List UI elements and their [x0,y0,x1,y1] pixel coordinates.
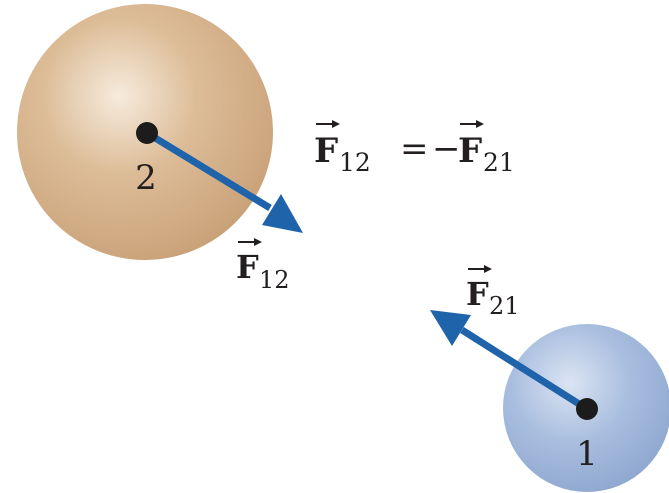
force-21-label: F 21 [466,265,520,320]
force-21-symbol: F [466,275,489,313]
vector-arrow-icon [316,120,340,128]
equation-lhs-symbol: F [314,131,338,171]
particle-1-label: 1 [576,434,598,474]
force-12-symbol: F [236,248,259,286]
force-equation: F 12 = − F 21 [314,120,515,177]
force-12-subscript: 12 [259,266,290,294]
equation-rhs-subscript: 21 [483,148,515,177]
force-12-arrow [145,130,303,233]
particle-2-dot [136,122,158,144]
force-21-subscript: 21 [489,292,520,320]
vector-arrow-icon [238,238,262,246]
force-21-arrow [430,310,589,412]
equation-lhs-subscript: 12 [339,148,371,177]
equation-operator: = [400,129,429,169]
equation-sign: − [432,129,461,169]
vector-arrow-icon [460,120,484,128]
vector-arrow-icon [468,265,492,273]
particle-2-label: 2 [135,158,157,198]
particle-1-dot [576,398,598,420]
equation-rhs-symbol: F [458,131,482,171]
force-12-label: F 12 [236,238,290,294]
